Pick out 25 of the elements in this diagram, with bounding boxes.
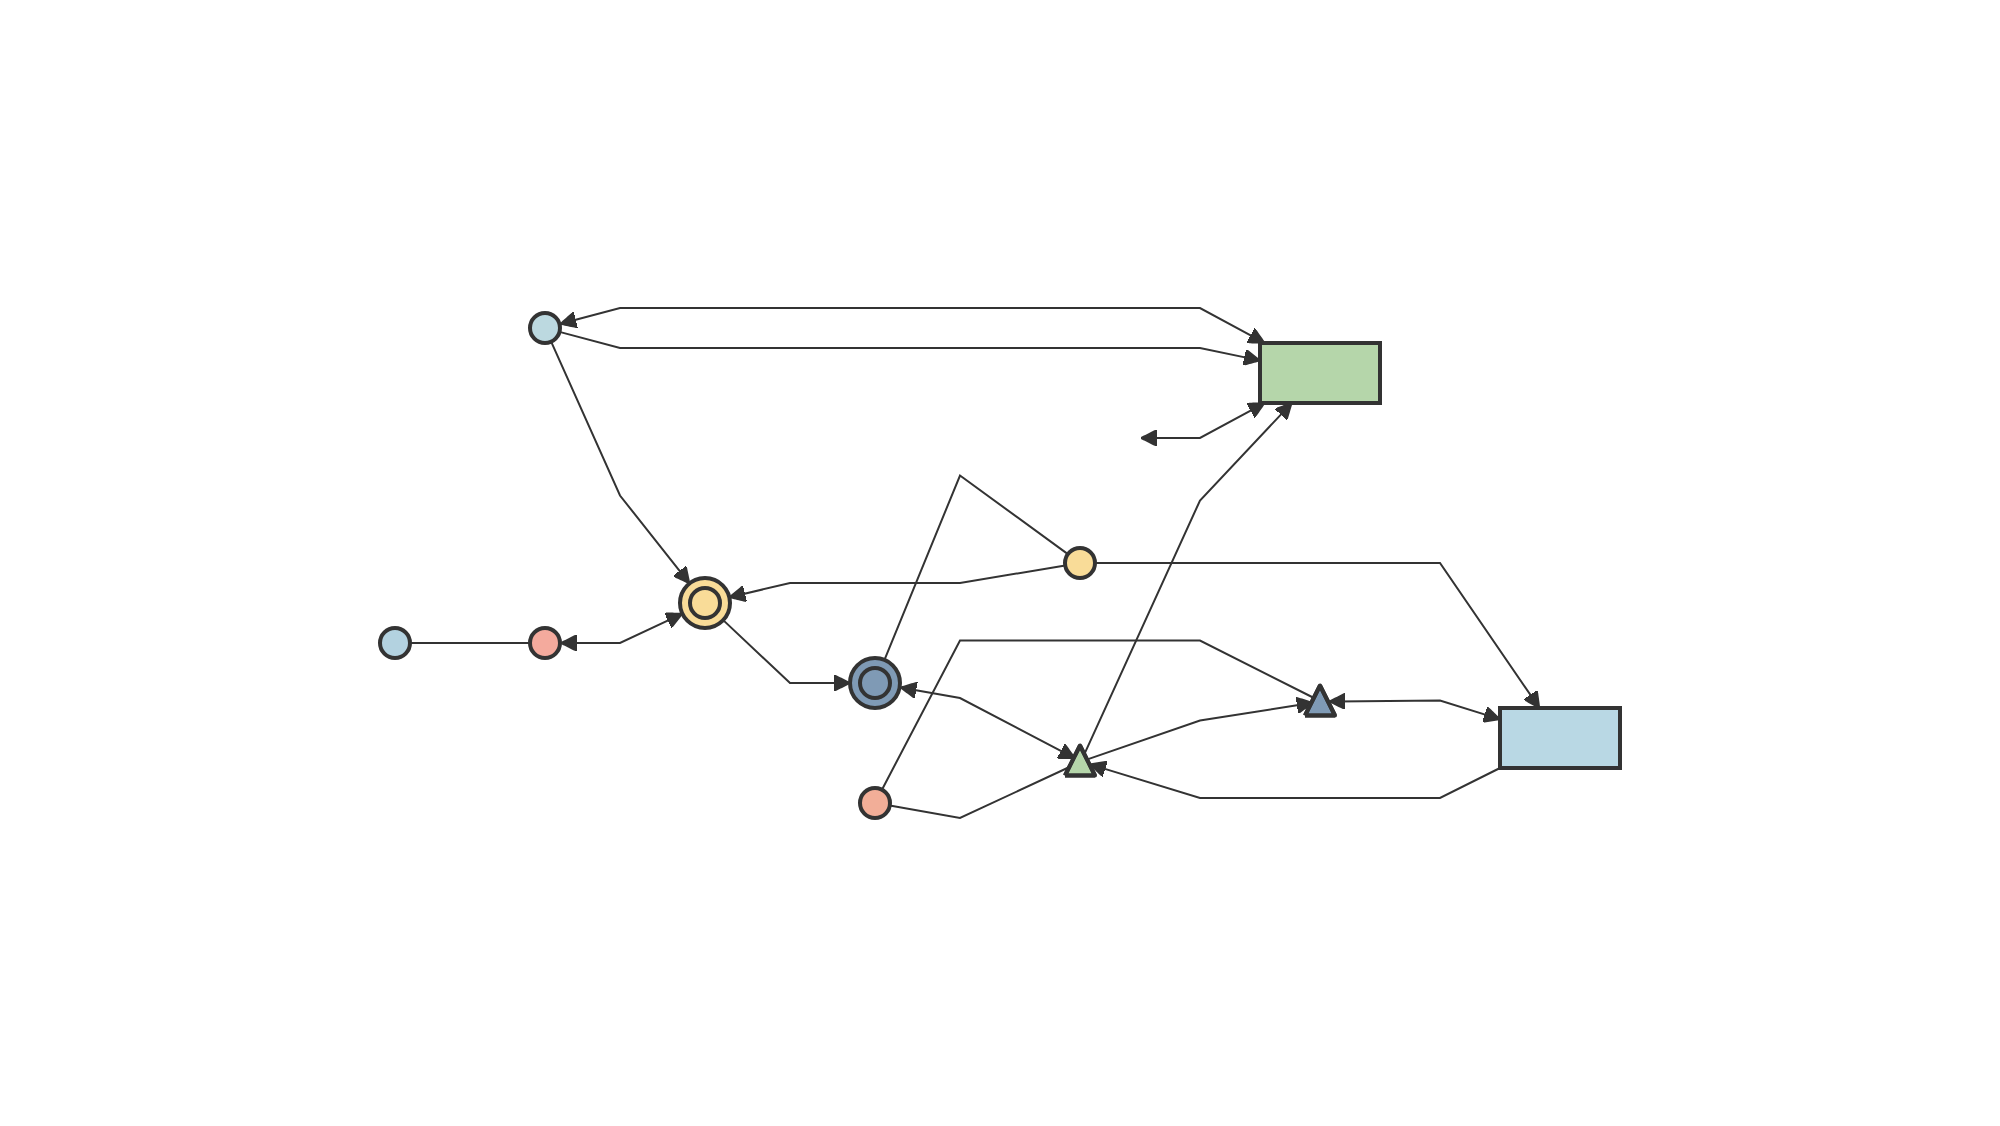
- node-circle: [1063, 546, 1097, 580]
- arrow: [1086, 696, 1314, 761]
- arrow: [559, 307, 1266, 344]
- arrow: [1094, 562, 1541, 709]
- arrow: [722, 619, 851, 692]
- node-circle: [848, 656, 902, 710]
- arrow: [1083, 402, 1293, 755]
- node-circle: [528, 626, 562, 660]
- arrow: [560, 612, 684, 652]
- arrow: [1089, 760, 1501, 799]
- node-box: [1258, 341, 1382, 405]
- connector: [409, 642, 531, 644]
- arrow: [1328, 692, 1501, 723]
- node-circle: [858, 786, 892, 820]
- node-circle: [378, 626, 412, 660]
- node-circle: [528, 311, 562, 345]
- node-box: [1498, 706, 1622, 770]
- arrow: [899, 681, 1076, 760]
- connector: [880, 639, 1316, 791]
- arrow: [558, 330, 1261, 366]
- node-circle: [678, 576, 732, 630]
- connector: [883, 473, 1069, 661]
- arrow: [1140, 402, 1266, 447]
- arrow: [728, 564, 1067, 603]
- arrow: [550, 340, 691, 585]
